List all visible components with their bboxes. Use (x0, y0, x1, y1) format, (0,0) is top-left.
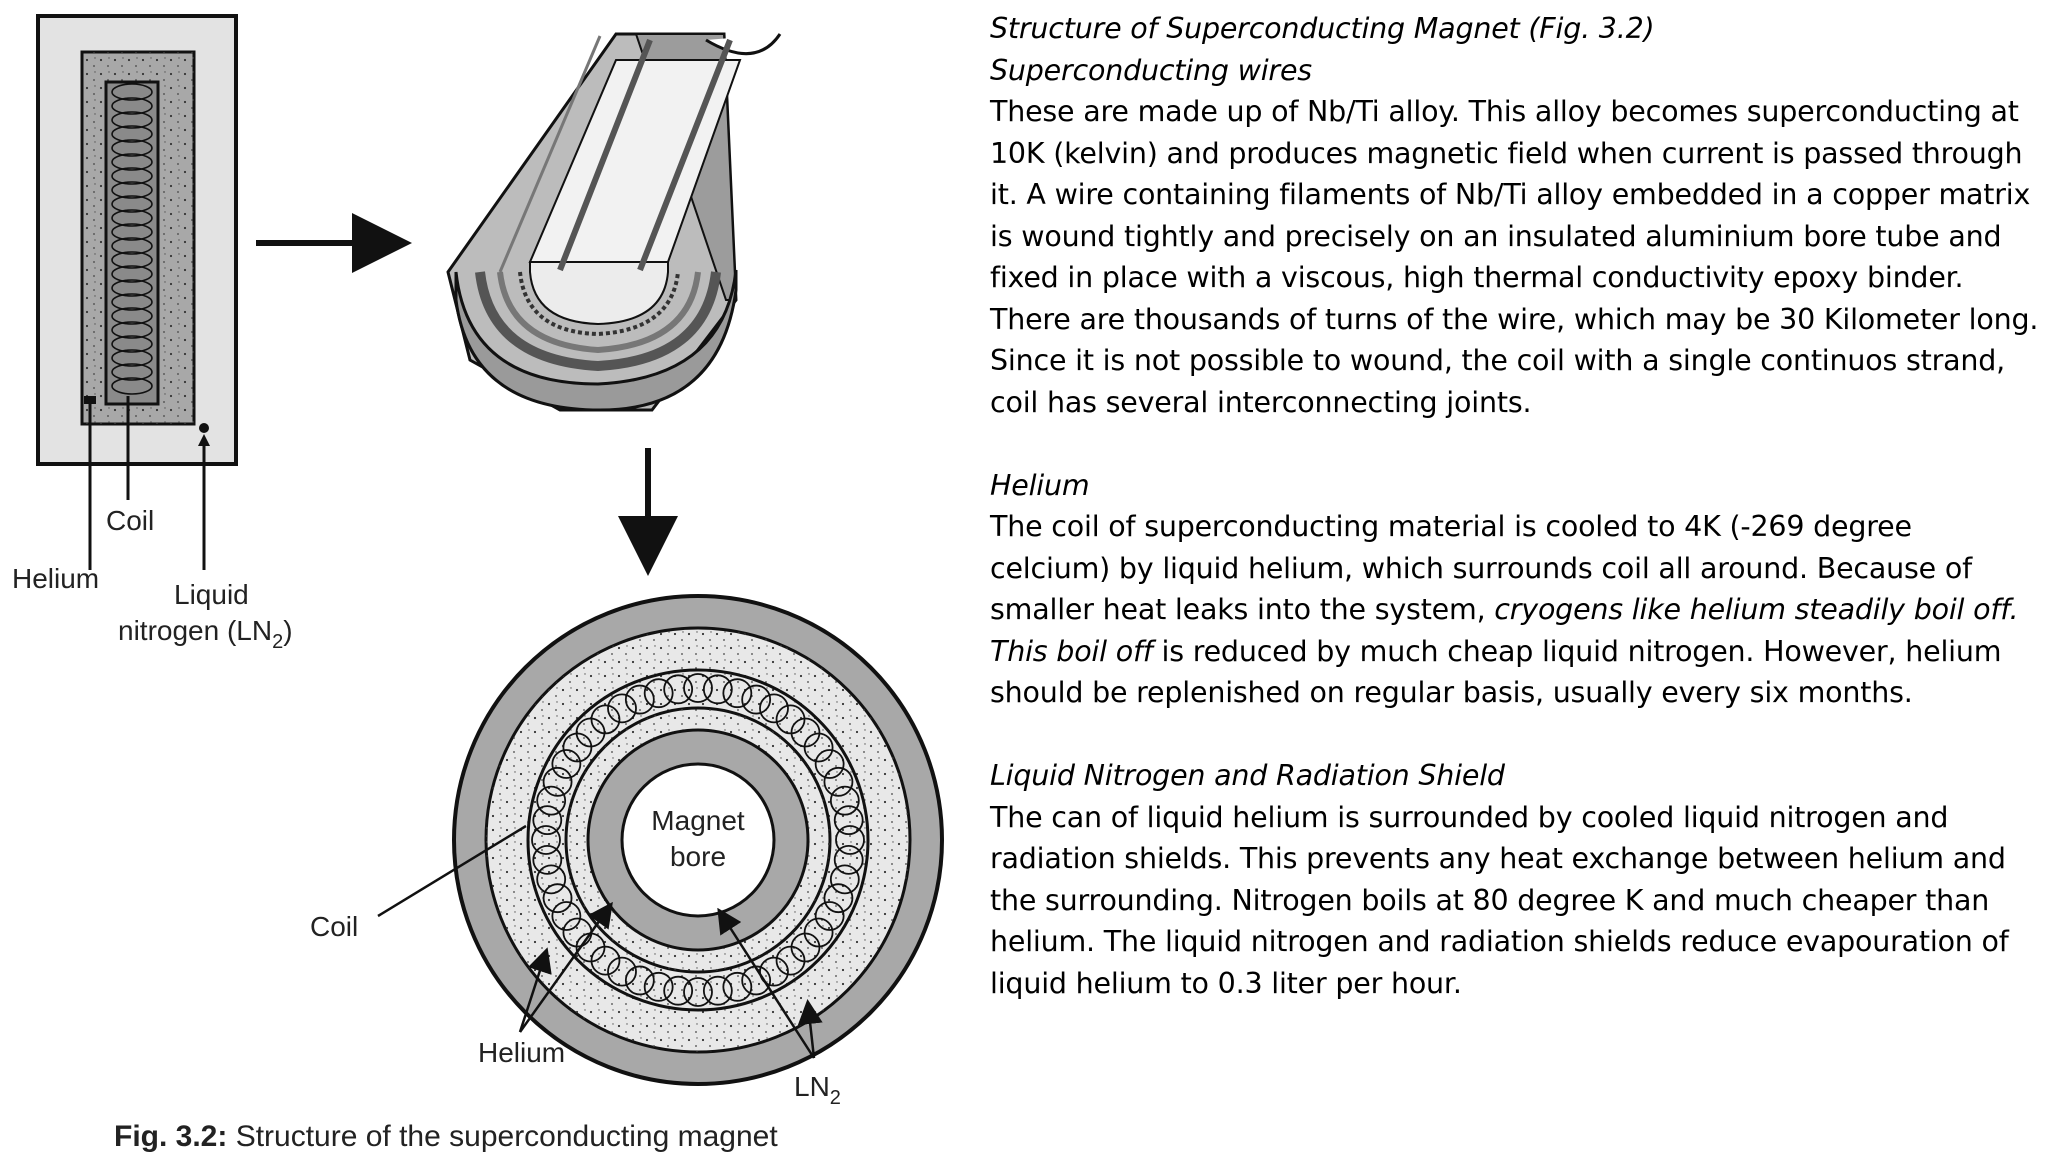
liquid-nitrogen-label-line1: Liquid (174, 579, 249, 610)
section2-body: The coil of superconducting material is … (990, 510, 2019, 709)
section1-subtitle: Superconducting wires (990, 53, 1312, 87)
section3-title: Liquid Nitrogen and Radiation Shield (990, 759, 1505, 792)
ln2-label: LN2 (794, 1071, 841, 1109)
coil-label-top: Coil (106, 505, 154, 536)
section1-title: Structure of Superconducting Magnet (Fig… (990, 12, 1655, 45)
half-pipe-section-diagram (446, 32, 782, 412)
magnet-bore-label-line2: bore (670, 841, 726, 872)
magnet-bore-label-line1: Magnet (651, 805, 745, 836)
helium-label-top: Helium (12, 563, 99, 594)
section2-title: Helium (990, 468, 1090, 502)
magnet-cross-section-diagram: Magnet bore Coil Helium LN2 (310, 594, 944, 1109)
section1-body: These are made up of Nb/Ti alloy. This a… (990, 95, 2039, 419)
coil-windings (111, 83, 153, 395)
text-panel: Structure of Superconducting Magnet (Fig… (990, 8, 2040, 1004)
helium-label-bottom: Helium (478, 1037, 565, 1068)
superconducting-magnet-figure: Coil Helium Liquid nitrogen (LN2) Magnet (12, 14, 944, 1152)
section3-body: The can of liquid helium is surrounded b… (990, 800, 2009, 1000)
cross-section-diagram: Coil Helium Liquid nitrogen (LN2) (12, 14, 293, 653)
coil-label-bottom: Coil (310, 911, 358, 942)
liquid-nitrogen-label-line2: nitrogen (LN2) (118, 615, 293, 653)
figure-caption: Fig. 3.2: Structure of the superconducti… (114, 1120, 778, 1152)
